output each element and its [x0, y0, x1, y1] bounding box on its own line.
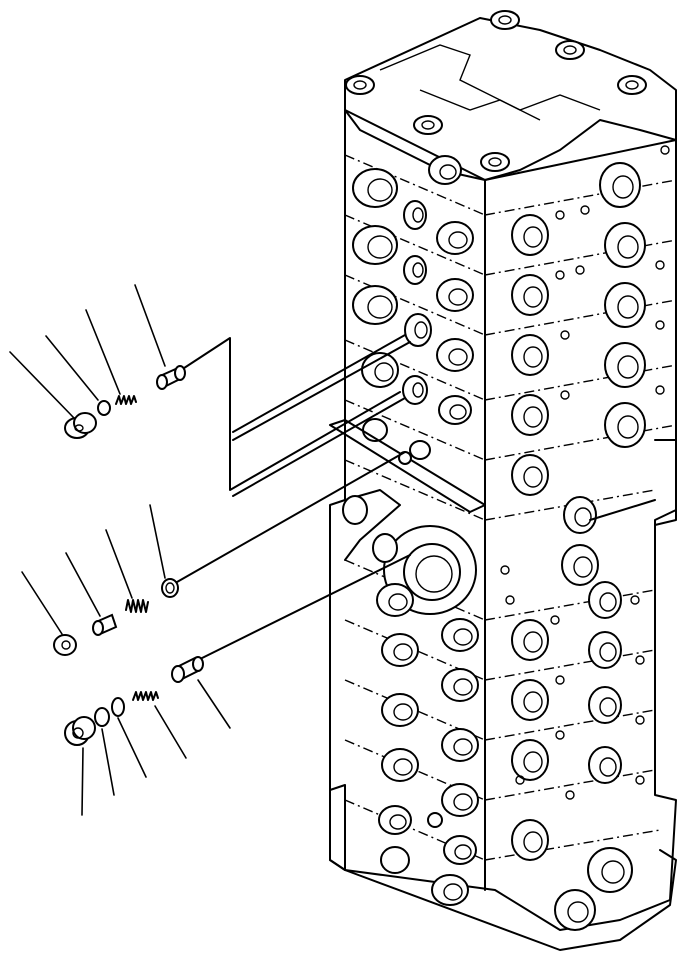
lower-left-ports: [376, 583, 479, 906]
assembly-lines: [169, 334, 411, 665]
o-ring-icon: [111, 697, 125, 717]
bottom-foot: [329, 784, 677, 951]
seat-icon: [161, 578, 179, 598]
top-bolts: [345, 10, 647, 172]
o-ring-icon: [97, 400, 111, 416]
plug-icon: [64, 412, 97, 439]
spring-icon: [115, 395, 137, 405]
spool-icon: [171, 656, 204, 683]
middle-plug-group: [53, 578, 179, 656]
upper-plug-group: [64, 365, 186, 439]
plug-icon: [64, 716, 96, 746]
left-face-ports: [352, 155, 474, 442]
spring-icon: [125, 599, 149, 613]
right-face-ports: [511, 162, 646, 931]
valve-body: [329, 10, 677, 951]
side-bracket: [654, 439, 677, 526]
plug-icon: [53, 634, 77, 656]
lower-plug-group: [64, 656, 204, 746]
spool-icon: [156, 365, 186, 390]
right-face-bolt-holes: [500, 145, 670, 800]
callout-leaders: [9, 284, 231, 816]
gasket-plate: [329, 419, 486, 513]
spring-icon: [132, 691, 159, 701]
poppet-icon: [92, 613, 118, 636]
o-ring-icon: [94, 707, 110, 727]
